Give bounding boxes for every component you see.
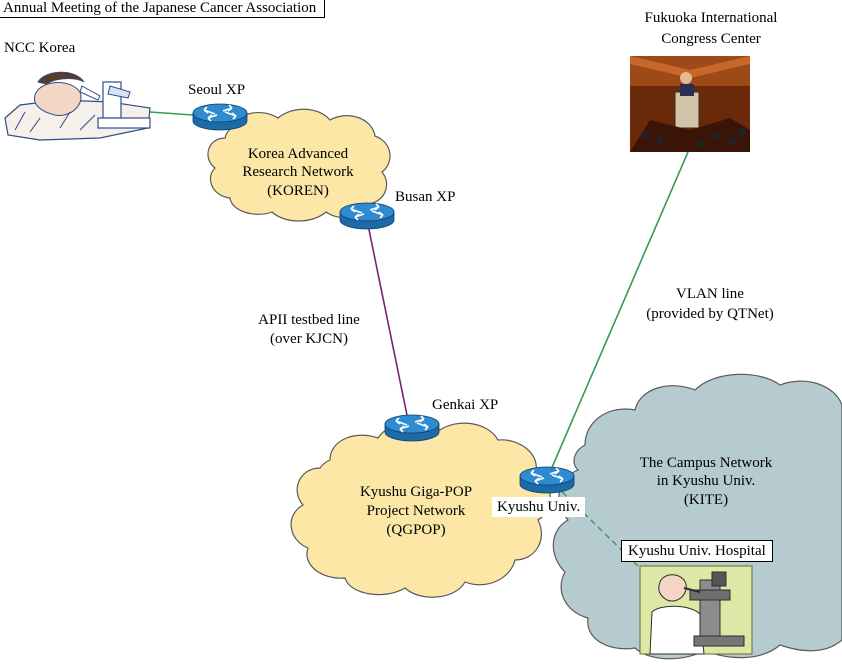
- seoul-xp-label: Seoul XP: [188, 82, 245, 98]
- koren-label-line1: Korea Advanced: [248, 146, 349, 162]
- koren-label-line2: Research Network: [242, 164, 354, 180]
- qgpop-label-line1: Kyushu Giga-POP: [360, 484, 472, 500]
- router-icon: [339, 202, 395, 230]
- apii-label-line2: (over KJCN): [270, 331, 348, 347]
- campus-label-line2: in Kyushu Univ.: [657, 473, 756, 489]
- vlan-label-line1: VLAN line: [676, 286, 744, 302]
- campus-label-line1: The Campus Network: [640, 455, 773, 471]
- fukuoka-label-line1: Fukuoka International: [645, 10, 778, 26]
- hospital-label: Kyushu Univ. Hospital: [621, 540, 773, 562]
- koren-label-line3: (KOREN): [267, 183, 329, 199]
- fukuoka-label-line2: Congress Center: [661, 31, 761, 47]
- qgpop-label-line3: (QGPOP): [386, 522, 445, 538]
- link-ncc-seoul: [149, 111, 194, 116]
- doctor-microscope-icon: [639, 565, 753, 655]
- apii-label-line1: APII testbed line: [258, 312, 360, 328]
- link-vlan: [549, 151, 689, 473]
- congress-hall-icon: [630, 56, 750, 152]
- qgpop-cloud: [290, 421, 551, 598]
- campus-label-line3: (KITE): [684, 492, 728, 508]
- genkai-xp-label: Genkai XP: [432, 397, 498, 413]
- router-icon: [519, 466, 575, 494]
- meeting-title-box: Annual Meeting of the Japanese Cancer As…: [0, 0, 326, 18]
- microscope-researcher-icon: [4, 71, 151, 141]
- busan-xp-label: Busan XP: [395, 189, 455, 205]
- router-icon: [192, 103, 248, 131]
- vlan-label-line2: (provided by QTNet): [646, 306, 773, 322]
- kyushu-univ-label: Kyushu Univ.: [492, 497, 586, 517]
- ncc-korea-label: NCC Korea: [4, 40, 76, 56]
- qgpop-label-line2: Project Network: [367, 503, 466, 519]
- link-apii-testbed: [366, 219, 409, 421]
- router-icon: [384, 414, 440, 442]
